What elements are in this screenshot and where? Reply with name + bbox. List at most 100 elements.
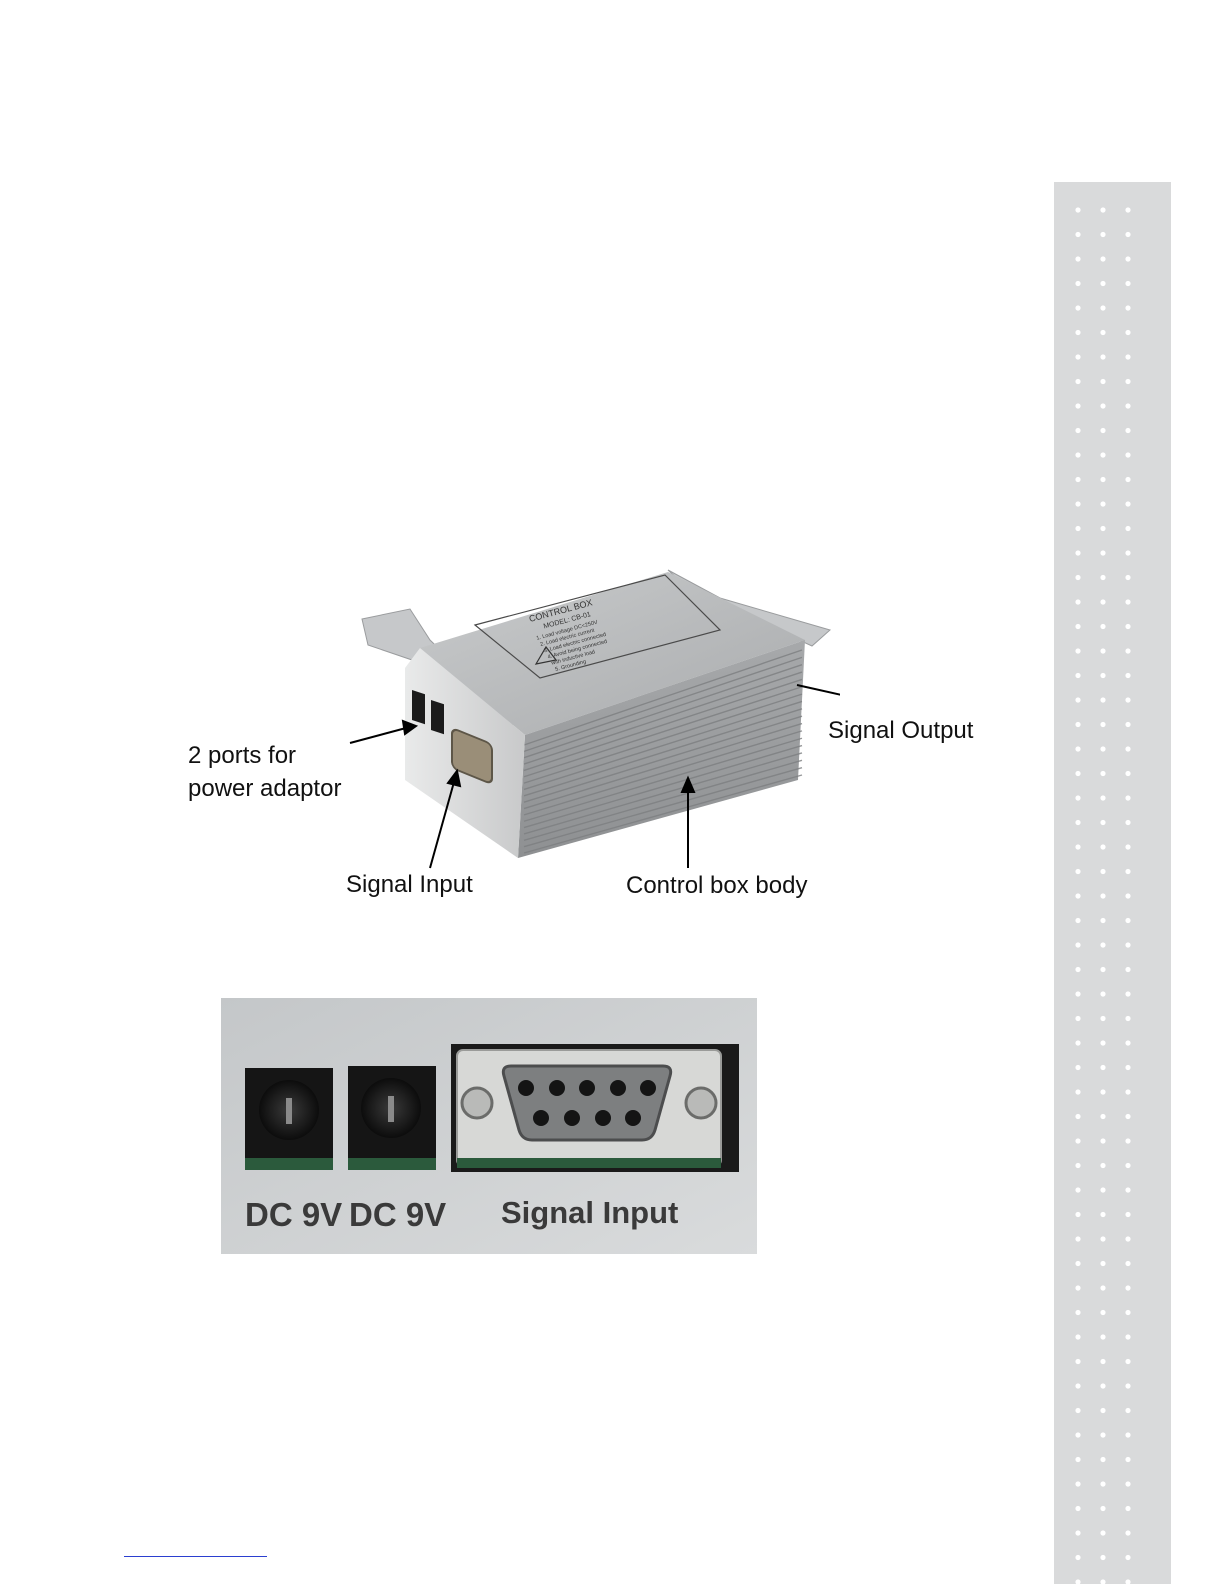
- decor-dot: [1125, 232, 1130, 237]
- dc-jack-1: [245, 1068, 333, 1170]
- callout-power-ports-line2: power adaptor: [188, 772, 341, 805]
- decor-dot: [1075, 550, 1080, 555]
- decor-dot: [1075, 379, 1080, 384]
- connector-pin: [595, 1110, 611, 1126]
- decor-dot: [1125, 1187, 1130, 1192]
- decor-dot: [1075, 673, 1080, 678]
- decor-dot: [1075, 967, 1080, 972]
- decor-dot: [1100, 648, 1105, 653]
- decor-dot: [1100, 1579, 1105, 1584]
- decor-dot: [1125, 648, 1130, 653]
- decor-dot: [1125, 379, 1130, 384]
- decor-dot: [1125, 1359, 1130, 1364]
- decor-dot: [1125, 207, 1130, 212]
- decor-dot: [1100, 1383, 1105, 1388]
- decor-dot: [1100, 1530, 1105, 1535]
- decor-dot: [1100, 1040, 1105, 1045]
- screw-left-icon: [462, 1088, 492, 1118]
- decor-dot: [1125, 673, 1130, 678]
- decor-dot: [1075, 526, 1080, 531]
- ports-closeup-photo: DC 9V DC 9V Signal Input: [221, 998, 757, 1254]
- power-port-1: [412, 690, 425, 724]
- decor-dot: [1100, 1285, 1105, 1290]
- decor-dot: [1075, 1432, 1080, 1437]
- decor-dot: [1125, 575, 1130, 580]
- decor-dot: [1075, 648, 1080, 653]
- decor-dot: [1125, 1016, 1130, 1021]
- decor-dot: [1075, 624, 1080, 629]
- callout-control-box-body: Control box body: [626, 869, 807, 902]
- callout-signal-output: Signal Output: [828, 714, 973, 747]
- dot-pattern: [1054, 182, 1171, 1584]
- decor-dot: [1100, 575, 1105, 580]
- decor-dot: [1075, 1285, 1080, 1290]
- decor-dot: [1075, 354, 1080, 359]
- decor-dot: [1125, 1138, 1130, 1143]
- decor-dot: [1125, 526, 1130, 531]
- decor-dot: [1100, 1555, 1105, 1560]
- decor-dot: [1125, 1065, 1130, 1070]
- port-label-dc-1: DC 9V: [245, 1196, 342, 1233]
- decor-dot: [1125, 771, 1130, 776]
- decor-dot: [1125, 1530, 1130, 1535]
- decor-dot: [1075, 501, 1080, 506]
- connector-pin: [610, 1080, 626, 1096]
- connector-pin: [549, 1080, 565, 1096]
- decor-dot: [1125, 869, 1130, 874]
- decor-dot: [1125, 1579, 1130, 1584]
- decor-dot: [1125, 1383, 1130, 1388]
- decor-dot: [1125, 1334, 1130, 1339]
- decor-dot: [1100, 403, 1105, 408]
- decor-dot: [1100, 795, 1105, 800]
- decor-dot: [1125, 1432, 1130, 1437]
- decor-dot: [1075, 305, 1080, 310]
- decor-dot: [1100, 1457, 1105, 1462]
- decor-dot: [1100, 1261, 1105, 1266]
- decor-dot: [1075, 1408, 1080, 1413]
- arrow-signal-output: [797, 685, 840, 700]
- decor-dot: [1100, 771, 1105, 776]
- port-label-signal-input: Signal Input: [501, 1195, 678, 1230]
- decor-dot: [1075, 330, 1080, 335]
- decor-dot: [1100, 526, 1105, 531]
- decor-dot: [1100, 550, 1105, 555]
- decor-dot: [1125, 722, 1130, 727]
- decor-dot: [1075, 795, 1080, 800]
- decor-dot: [1100, 697, 1105, 702]
- decor-dot: [1075, 1114, 1080, 1119]
- decor-dot: [1075, 893, 1080, 898]
- decor-dot: [1075, 1040, 1080, 1045]
- decor-dot: [1125, 1089, 1130, 1094]
- decor-dot: [1100, 1114, 1105, 1119]
- decor-dot: [1075, 1359, 1080, 1364]
- decor-dot: [1125, 624, 1130, 629]
- decor-dot: [1075, 452, 1080, 457]
- decor-dot: [1075, 1261, 1080, 1266]
- decor-dot: [1125, 330, 1130, 335]
- connector-pin: [533, 1110, 549, 1126]
- decor-dot: [1125, 281, 1130, 286]
- decor-dot: [1125, 918, 1130, 923]
- decor-dot: [1100, 1506, 1105, 1511]
- decor-dot: [1100, 1089, 1105, 1094]
- decor-dot: [1125, 1481, 1130, 1486]
- connector-pin: [640, 1080, 656, 1096]
- decor-dot: [1125, 452, 1130, 457]
- decor-dot: [1075, 1310, 1080, 1315]
- decor-dot: [1075, 746, 1080, 751]
- decor-dot: [1100, 354, 1105, 359]
- decor-dot: [1125, 305, 1130, 310]
- arrow-power-ports: [350, 728, 406, 743]
- decor-dot: [1100, 1212, 1105, 1217]
- decor-dot: [1100, 1481, 1105, 1486]
- decor-dot: [1125, 428, 1130, 433]
- decor-dot: [1075, 1187, 1080, 1192]
- decor-dot: [1075, 1016, 1080, 1021]
- decor-dot: [1125, 354, 1130, 359]
- decor-dot: [1100, 1432, 1105, 1437]
- decor-dot: [1100, 599, 1105, 604]
- decor-dot: [1075, 1212, 1080, 1217]
- decor-dot: [1125, 501, 1130, 506]
- control-box-figure: CONTROL BOX MODEL: CB-01 1. Load voltage…: [180, 560, 840, 880]
- decor-dot: [1100, 256, 1105, 261]
